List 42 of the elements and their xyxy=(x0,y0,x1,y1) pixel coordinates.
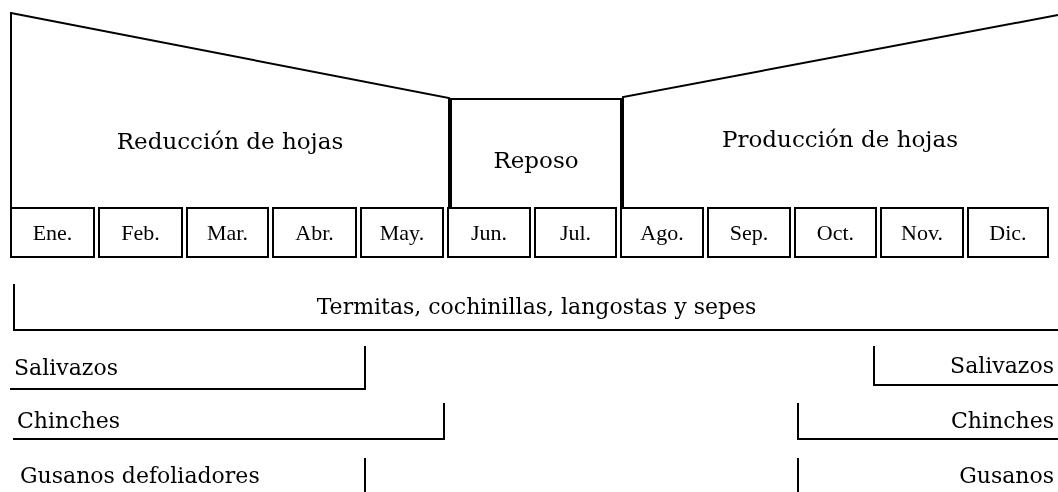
period-bar xyxy=(797,403,1058,440)
month-cell xyxy=(272,207,357,258)
month-label: Ene. xyxy=(32,219,73,247)
month-label: Oct. xyxy=(816,219,855,247)
phase-label: Reposo xyxy=(493,146,579,175)
month-label: Ago. xyxy=(640,219,684,247)
month-label: Jun. xyxy=(470,219,508,247)
month-label: Feb. xyxy=(121,219,160,247)
phase-panel xyxy=(622,14,1058,208)
phase-label: Reducción de hojas xyxy=(116,127,344,156)
month-label: Nov. xyxy=(901,219,943,247)
phase-panel xyxy=(10,12,450,208)
period-bar xyxy=(873,346,1058,386)
month-cell xyxy=(967,207,1049,258)
month-cell xyxy=(534,207,617,258)
month-label: Abr. xyxy=(295,219,334,247)
month-cell xyxy=(707,207,791,258)
pest-label: Salivazos xyxy=(950,351,1054,380)
month-cell xyxy=(794,207,877,258)
phase-label: Producción de hojas xyxy=(722,125,958,154)
pest-label: Salivazos xyxy=(14,353,118,382)
month-label: Mar. xyxy=(207,219,248,247)
pest-label: Termitas, cochinillas, langostas y sepes xyxy=(316,293,757,321)
month-cell xyxy=(620,207,704,258)
period-bar xyxy=(13,403,445,440)
month-cell xyxy=(880,207,964,258)
month-label: May. xyxy=(379,219,425,247)
pest-label: Gusanos defoliadores xyxy=(20,461,260,490)
month-cell xyxy=(186,207,269,258)
month-cell xyxy=(98,207,183,258)
month-label: Sep. xyxy=(729,219,769,247)
month-cell xyxy=(360,207,444,258)
month-label: Jul. xyxy=(559,219,592,247)
phase-panel xyxy=(450,98,622,208)
month-cell xyxy=(447,207,531,258)
month-cell xyxy=(10,207,95,258)
period-bar xyxy=(10,346,366,390)
period-bar xyxy=(13,284,1058,331)
pest-label: Chinches xyxy=(17,407,120,435)
pest-label: Chinches xyxy=(951,407,1054,435)
month-label: Dic. xyxy=(989,219,1027,247)
pest-label: Gusanos xyxy=(959,461,1054,490)
